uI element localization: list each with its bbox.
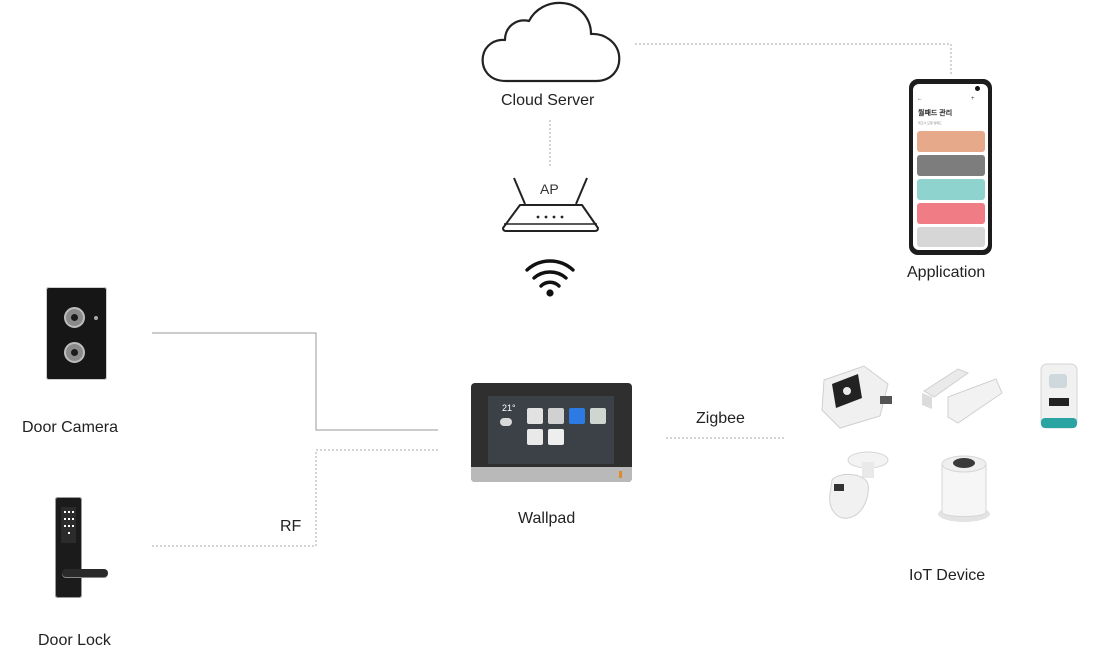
phone-title: 월패드 관리 [918,110,953,117]
door-handle-icon [62,569,108,577]
call-button-icon [64,342,85,363]
wallpad-device: 21° [471,383,632,482]
door-lock-label: Door Lock [38,632,111,649]
tile-six[interactable] [548,429,564,445]
indicator-dot-icon [94,316,98,320]
add-icon[interactable]: + [971,96,975,102]
router-icon [502,177,599,232]
phone-screen: ← + 월패드 관리 제조사 모델 월패드 [913,84,988,250]
keypad-icon [61,507,76,543]
thermostat-icon [1040,363,1078,429]
door-lock-device [55,497,82,598]
phone-card-teal[interactable] [917,179,985,200]
phone-card-gray[interactable] [917,155,985,176]
wallpad-bezel [471,467,632,482]
tile-one[interactable] [527,408,543,424]
door-camera-wallpad-link [152,332,438,431]
door-camera-label: Door Camera [22,419,119,436]
smart-plug-icon [821,365,892,429]
cloud-server-label: Cloud Server [501,92,595,109]
back-arrow-icon[interactable]: ← [917,96,923,102]
rf-label: RF [280,518,302,535]
gas-sensor-icon [938,455,990,522]
status-led-icon [619,471,622,478]
motion-sensor-icon [829,451,889,519]
wallpad-screen: 21° [488,396,614,464]
phone-subtitle: 제조사 모델 월패드 [918,121,942,125]
smartphone: ← + 월패드 관리 제조사 모델 월패드 [909,79,992,255]
weather-icon [500,418,512,426]
tile-four[interactable] [590,408,606,424]
iot-device-label: IoT Device [909,567,986,584]
zigbee-label: Zigbee [696,410,745,427]
phone-card-pink[interactable] [917,203,985,224]
tile-three[interactable] [569,408,585,424]
wallpad-temperature: 21° [502,403,516,413]
door-camera-device [46,287,107,380]
door-lock-wallpad-link [152,449,438,547]
wifi-icon [525,259,575,297]
application-label: Application [907,264,986,281]
tile-two[interactable] [548,408,564,424]
camera-lens-icon [64,307,85,328]
tile-five[interactable] [527,429,543,445]
wallpad-label: Wallpad [518,510,576,527]
door-sensor-icon [922,368,1003,424]
phone-card-light[interactable] [917,227,985,247]
camera-dot-icon [975,86,980,91]
phone-card-orange[interactable] [917,131,985,152]
cloud-icon [481,1,621,83]
cloud-application-link [635,43,952,76]
ap-label: AP [540,181,559,197]
